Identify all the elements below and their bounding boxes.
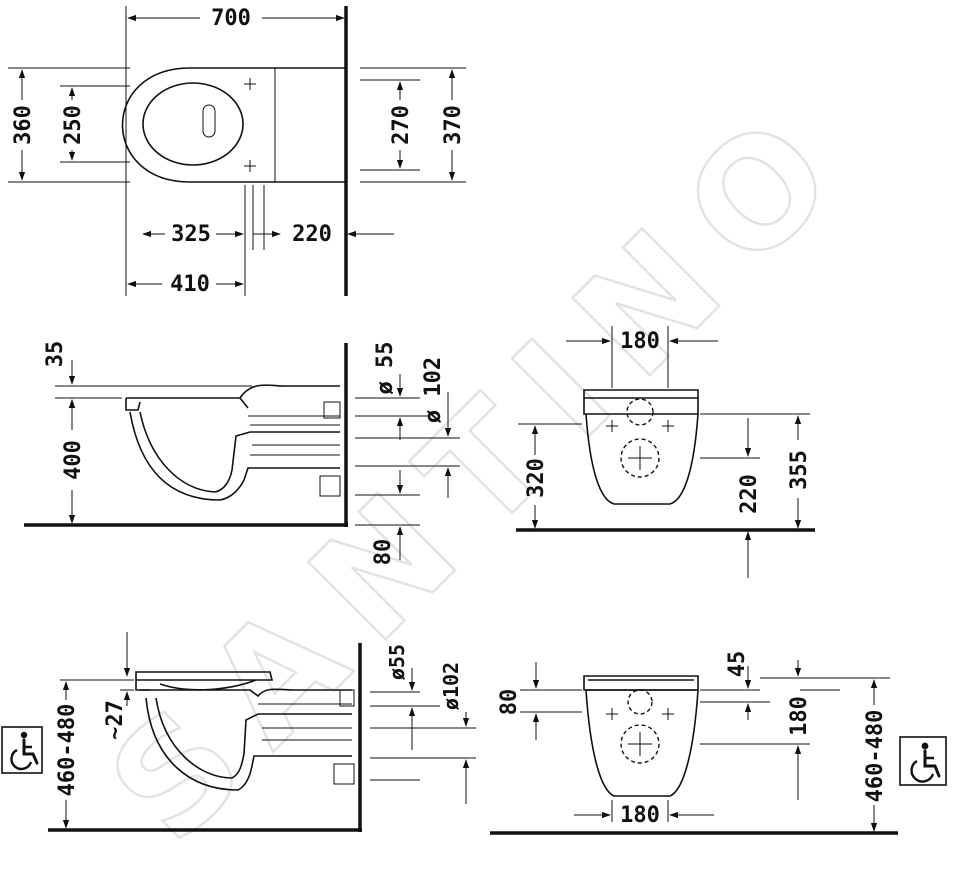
side-view: 35 400 ø 55 ø 102 80 bbox=[24, 341, 460, 566]
wheelchair-icon bbox=[1, 726, 43, 774]
dim-270: 270 bbox=[389, 105, 414, 145]
watermark: SANTINO bbox=[77, 66, 887, 876]
dim-80: 80 bbox=[371, 539, 396, 566]
dim-325: 325 bbox=[171, 222, 211, 247]
dim-220-front: 220 bbox=[737, 474, 762, 514]
dim-180-top: 180 bbox=[620, 329, 660, 354]
dim-180-bottom: 180 bbox=[620, 803, 660, 828]
dim-410: 410 bbox=[170, 272, 210, 297]
dim-outlet-102: ø 102 bbox=[421, 357, 446, 423]
dim-370: 370 bbox=[441, 105, 466, 145]
dim-35: 35 bbox=[43, 341, 68, 368]
front-view: 180 320 220 355 bbox=[516, 326, 815, 578]
wheelchair-icon bbox=[899, 736, 947, 786]
dim-355: 355 bbox=[787, 450, 812, 490]
dim-360: 360 bbox=[11, 105, 36, 145]
accessible-side-view: ~27 460-480 ø55 ø102 bbox=[48, 632, 476, 832]
dim-height-range-right: 460-480 bbox=[863, 710, 888, 803]
dim-220-top: 220 bbox=[292, 222, 332, 247]
dim-height-range-left: 460-480 bbox=[55, 704, 80, 797]
accessible-front-view: 80 45 180 180 460-480 bbox=[490, 651, 898, 835]
dim-320: 320 bbox=[524, 458, 549, 498]
dim-outlet-102-acc: ø102 bbox=[439, 662, 463, 710]
dim-inlet-55: ø 55 bbox=[373, 342, 398, 395]
dim-45: 45 bbox=[725, 651, 750, 678]
dim-80-acc: 80 bbox=[497, 689, 522, 716]
top-view: 700 360 250 270 370 325 220 410 bbox=[8, 6, 466, 297]
dim-seat-27: ~27 bbox=[103, 700, 128, 740]
dim-400: 400 bbox=[61, 440, 86, 480]
dim-250: 250 bbox=[61, 105, 86, 145]
dim-700: 700 bbox=[211, 6, 251, 31]
dim-180-vertical: 180 bbox=[787, 696, 812, 736]
dim-inlet-55-acc: ø55 bbox=[385, 644, 409, 680]
